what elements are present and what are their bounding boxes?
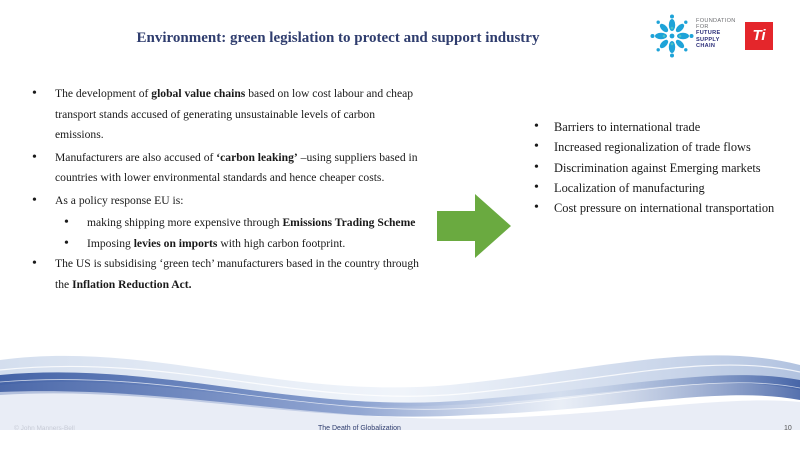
bullet-text: making shipping more expensive through [87, 216, 283, 229]
ffsc-logo-text: FOUNDATION FOR FUTURE SUPPLY CHAIN [696, 18, 736, 49]
flower-logo-icon [650, 14, 694, 58]
bullet-text: with high carbon footprint. [217, 236, 346, 250]
footer-copyright: © John Manners-Bell [14, 425, 75, 432]
bullet-text: based on low cost labour and cheap trans… [55, 87, 414, 141]
list-spacer [32, 295, 422, 297]
left-bullet-item: Manufacturers are also accused of ‘carbo… [32, 148, 422, 189]
ffsc-logo: FOUNDATION FOR FUTURE SUPPLY CHAIN [650, 14, 740, 62]
bullet-bold-text: Emissions Trading Scheme [282, 216, 416, 229]
ffsc-line: SUPPLY [696, 36, 720, 43]
bullet-text: Manufacturers are also accused of [55, 150, 217, 164]
left-bullet-item: making shipping more expensive through E… [32, 213, 422, 234]
bullet-text: The US is subsidising ‘green tech’ manuf… [55, 257, 419, 291]
bullet-bold-text: levies on imports [133, 236, 218, 250]
left-bullet-item: Imposing levies on imports with high car… [32, 234, 422, 255]
ffsc-line: FOUNDATION [696, 18, 736, 24]
arrow-right-icon [437, 194, 511, 258]
right-bullet-item: Discrimination against Emerging markets [532, 158, 794, 179]
right-bullet-item: Barriers to international trade [532, 117, 794, 138]
left-bullet-list: The development of global value chains b… [32, 84, 422, 297]
right-bullet-item: Localization of manufacturing [532, 178, 794, 199]
footer-title: The Death of Globalization [318, 425, 401, 432]
ffsc-line: FUTURE [696, 30, 721, 37]
bullet-text: The development of [55, 87, 152, 100]
right-bullet-list: Barriers to international tradeIncreased… [532, 117, 794, 219]
ffsc-line: FOR [696, 24, 709, 31]
bullet-bold-text: global value chains [151, 87, 246, 100]
bullet-bold-text: Inflation Reduction Act. [72, 277, 192, 291]
page-number: 10 [784, 425, 792, 432]
left-bullet-item: The development of global value chains b… [32, 84, 422, 146]
left-bullet-item: The US is subsidising ‘green tech’ manuf… [32, 254, 422, 295]
ffsc-line: CHAIN [696, 42, 716, 49]
decorative-waves [0, 355, 800, 430]
slide-title: Environment: green legislation to protec… [136, 30, 540, 46]
bullet-text: As a policy response EU is: [55, 193, 184, 207]
ti-logo: Ti [745, 22, 773, 50]
bullet-text: –using suppliers based in countries with… [55, 150, 418, 185]
bullet-bold-text: ‘carbon leaking’ [216, 150, 298, 164]
left-bullet-item: As a policy response EU is: [32, 191, 422, 212]
right-bullet-item: Increased regionalization of trade flows [532, 137, 794, 158]
bullet-text: Imposing [87, 236, 134, 250]
right-bullet-item: Cost pressure on international transport… [532, 198, 794, 219]
